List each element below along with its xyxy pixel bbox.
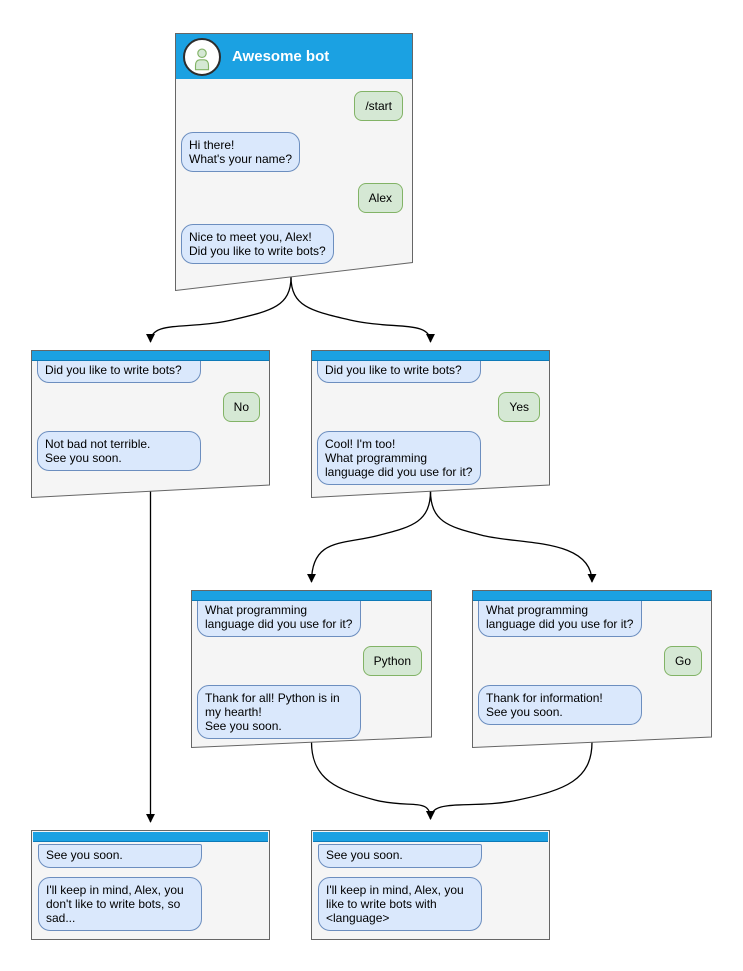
screen-go-branch: What programming language did you use fo… <box>472 590 712 748</box>
chat-header-strip <box>313 832 548 842</box>
person-icon <box>194 47 210 70</box>
chat-header-strip <box>33 832 268 842</box>
chat-header-strip <box>312 351 549 361</box>
chat-header-strip <box>192 591 431 601</box>
bot-message: Hi there! What's your name? <box>181 132 301 172</box>
screen-yes-branch: Did you like to write bots? Yes Cool! I'… <box>311 350 550 498</box>
edge-yes_branch-to-go_branch <box>429 490 597 583</box>
bot-message: Not bad not terrible. See you soon. <box>37 431 201 471</box>
user-message: /start <box>354 91 403 121</box>
bot-message: I'll keep in mind, Alex, you don't like … <box>38 877 202 931</box>
user-message: Python <box>362 646 422 676</box>
chat-title: Awesome bot <box>232 48 330 65</box>
edge-yes_branch-to-python_branch <box>306 490 432 583</box>
edge-go_branch-to-end_yes <box>425 741 593 820</box>
bot-message: I'll keep in mind, Alex, you like to wri… <box>318 877 482 931</box>
user-message: Go <box>663 646 702 676</box>
screen-no-branch: Did you like to write bots? No Not bad n… <box>31 350 270 498</box>
bot-message: What programming language did you use fo… <box>478 599 642 637</box>
bot-message: Thank for all! Python is in my hearth! S… <box>197 685 361 739</box>
user-message: Alex <box>357 183 403 213</box>
bot-message: Nice to meet you, Alex! Did you like to … <box>181 224 334 264</box>
screen-end-yes: See you soon. I'll keep in mind, Alex, y… <box>311 830 550 940</box>
user-message: No <box>222 392 260 422</box>
edge-python_branch-to-end_yes <box>310 741 436 820</box>
chat-body: /start Hi there! What's your name? Alex … <box>181 91 403 264</box>
chat-header: Awesome bot <box>176 34 412 79</box>
bot-message: See you soon. <box>38 844 202 868</box>
bot-message: Did you like to write bots? <box>317 359 481 383</box>
bot-avatar <box>183 37 221 76</box>
chat-body: What programming language did you use fo… <box>478 599 702 725</box>
chat-header-strip <box>32 351 269 361</box>
user-message: Yes <box>498 392 540 422</box>
screen-end-no: See you soon. I'll keep in mind, Alex, y… <box>31 830 270 940</box>
chat-body: Did you like to write bots? Yes Cool! I'… <box>317 359 540 485</box>
bot-message: Did you like to write bots? <box>37 359 201 383</box>
chat-header-strip <box>473 591 711 601</box>
chat-body: Did you like to write bots? No Not bad n… <box>37 359 260 471</box>
screen-python-branch: What programming language did you use fo… <box>191 590 432 748</box>
screen-start-chat: Awesome bot /start Hi there! What's your… <box>175 33 413 291</box>
chat-body: See you soon. I'll keep in mind, Alex, y… <box>38 842 259 931</box>
bot-message: Cool! I'm too! What programming language… <box>317 431 481 485</box>
bot-message: See you soon. <box>318 844 482 868</box>
chat-body: See you soon. I'll keep in mind, Alex, y… <box>318 842 539 931</box>
bot-message: What programming language did you use fo… <box>197 599 361 637</box>
bot-message: Thank for information! See you soon. <box>478 685 642 725</box>
chat-body: What programming language did you use fo… <box>197 599 422 739</box>
